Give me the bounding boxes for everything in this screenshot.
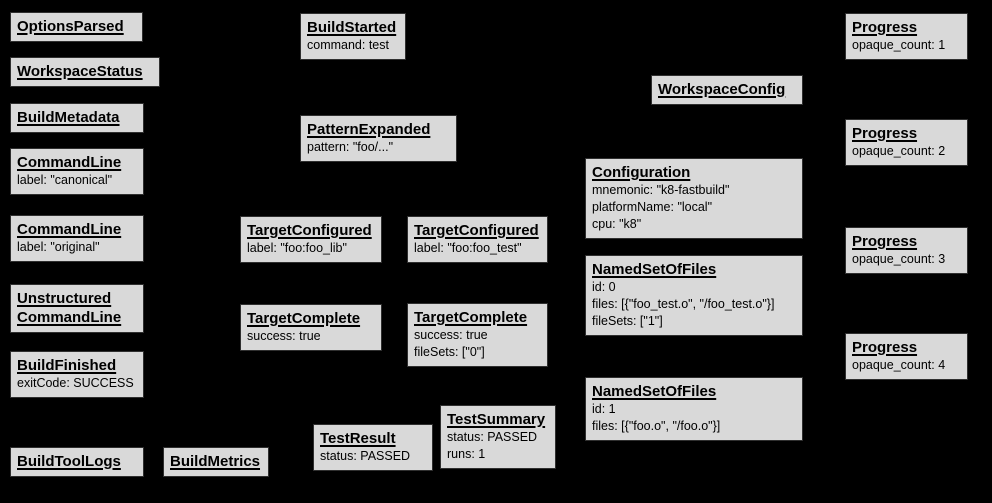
node-progress-3: Progress opaque_count: 3 — [845, 227, 968, 274]
node-line: label: "canonical" — [17, 173, 113, 187]
node-test-result: TestResult status: PASSED — [313, 424, 433, 471]
node-title: BuildMetadata — [17, 109, 120, 126]
node-title: Progress — [852, 125, 918, 142]
node-target-configured-foo-test: TargetConfigured label: "foo:foo_test" — [407, 216, 548, 263]
node-line: success: true — [247, 329, 321, 343]
node-line: files: [{"foo_test.o", "/foo_test.o"}] — [592, 297, 775, 311]
node-title: NamedSetOfFiles — [592, 261, 717, 278]
node-target-configured-foo-lib: TargetConfigured label: "foo:foo_lib" — [240, 216, 382, 263]
node-line: cpu: "k8" — [592, 217, 642, 231]
node-title: Progress — [852, 19, 918, 36]
node-build-finished: BuildFinished exitCode: SUCCESS — [10, 351, 144, 398]
node-line: id: 1 — [592, 402, 616, 416]
node-build-started: BuildStarted command: test — [300, 13, 406, 60]
node-build-metadata: BuildMetadata — [10, 103, 144, 133]
node-line: command: test — [307, 38, 389, 52]
node-title: BuildStarted — [307, 19, 397, 36]
node-options-parsed: OptionsParsed — [10, 12, 143, 42]
node-title: TestResult — [320, 430, 396, 447]
node-title: Progress — [852, 233, 918, 250]
node-title: WorkspaceConfig — [658, 81, 786, 98]
node-line: runs: 1 — [447, 447, 486, 461]
node-line: pattern: "foo/..." — [307, 140, 394, 154]
node-progress-1: Progress opaque_count: 1 — [845, 13, 968, 60]
node-line: opaque_count: 3 — [852, 252, 946, 266]
node-line: label: "original" — [17, 240, 100, 254]
node-line: platformName: "local" — [592, 200, 713, 214]
node-test-summary: TestSummary status: PASSED runs: 1 — [440, 405, 556, 469]
node-line: opaque_count: 2 — [852, 144, 946, 158]
node-command-line-original: CommandLine label: "original" — [10, 215, 144, 262]
node-line: fileSets: ["0"] — [414, 345, 485, 359]
node-line: exitCode: SUCCESS — [17, 376, 134, 390]
node-line: files: [{"foo.o", "/foo.o"}] — [592, 419, 721, 433]
node-line: opaque_count: 4 — [852, 358, 946, 372]
node-title: BuildFinished — [17, 357, 117, 374]
node-named-set-of-files-0: NamedSetOfFiles id: 0 files: [{"foo_test… — [585, 255, 803, 336]
node-line: fileSets: ["1"] — [592, 314, 663, 328]
node-title: WorkspaceStatus — [17, 63, 143, 80]
node-title: BuildToolLogs — [17, 453, 121, 470]
node-title: Unstructured CommandLine — [17, 290, 122, 326]
node-build-tool-logs: BuildToolLogs — [10, 447, 144, 477]
node-line: opaque_count: 1 — [852, 38, 946, 52]
node-workspace-config: WorkspaceConfig — [651, 75, 803, 105]
node-pattern-expanded: PatternExpanded pattern: "foo/..." — [300, 115, 457, 162]
node-line: status: PASSED — [447, 430, 538, 444]
node-command-line-canonical: CommandLine label: "canonical" — [10, 148, 144, 195]
node-title: TargetComplete — [247, 310, 361, 327]
node-title: BuildMetrics — [170, 453, 261, 470]
node-configuration: Configuration mnemonic: "k8-fastbuild" p… — [585, 158, 803, 239]
node-build-metrics: BuildMetrics — [163, 447, 269, 477]
node-title: PatternExpanded — [307, 121, 431, 138]
node-target-complete-foo-lib: TargetComplete success: true — [240, 304, 382, 351]
node-target-complete-foo-test: TargetComplete success: true fileSets: [… — [407, 303, 548, 367]
node-title: CommandLine — [17, 154, 122, 171]
node-unstructured-command-line: Unstructured CommandLine — [10, 284, 144, 333]
node-line: mnemonic: "k8-fastbuild" — [592, 183, 730, 197]
node-line: label: "foo:foo_test" — [414, 241, 522, 255]
node-title: Configuration — [592, 164, 691, 181]
node-line: status: PASSED — [320, 449, 411, 463]
node-line: success: true — [414, 328, 488, 342]
node-title: NamedSetOfFiles — [592, 383, 717, 400]
node-progress-2: Progress opaque_count: 2 — [845, 119, 968, 166]
node-workspace-status: WorkspaceStatus — [10, 57, 160, 87]
node-title: TestSummary — [447, 411, 546, 428]
node-title: TargetComplete — [414, 309, 528, 326]
node-title: Progress — [852, 339, 918, 356]
node-line: label: "foo:foo_lib" — [247, 241, 347, 255]
node-title: TargetConfigured — [247, 222, 372, 239]
node-line: id: 0 — [592, 280, 616, 294]
node-named-set-of-files-1: NamedSetOfFiles id: 1 files: [{"foo.o", … — [585, 377, 803, 441]
node-progress-4: Progress opaque_count: 4 — [845, 333, 968, 380]
node-title: TargetConfigured — [414, 222, 539, 239]
node-title: CommandLine — [17, 221, 122, 238]
node-title: OptionsParsed — [17, 18, 124, 35]
